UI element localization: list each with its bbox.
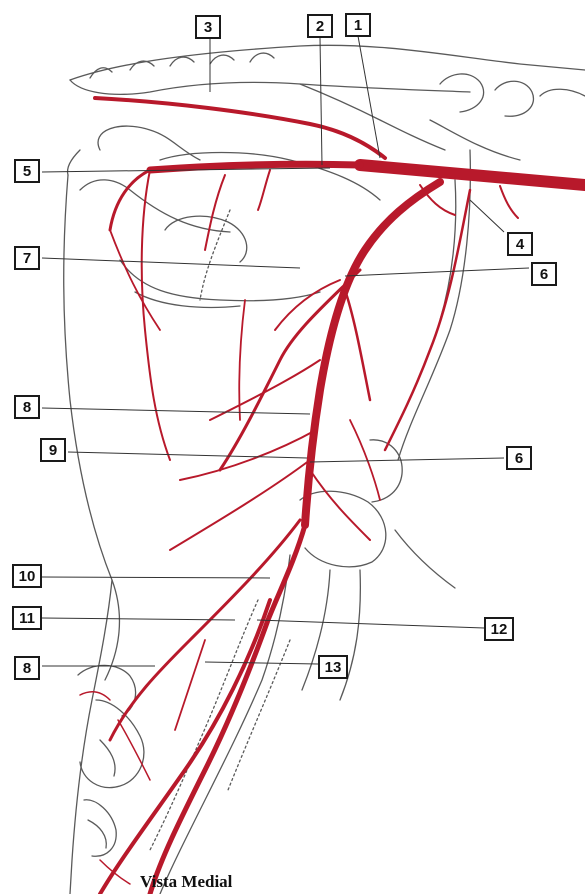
label-box-6-upper: 6 (531, 262, 557, 286)
label-box-12: 12 (484, 617, 514, 641)
label-box-3: 3 (195, 15, 221, 39)
label-box-8-lower: 8 (14, 656, 40, 680)
label-box-4: 4 (507, 232, 533, 256)
label-box-1: 1 (345, 13, 371, 37)
label-box-7: 7 (14, 246, 40, 270)
label-box-8-upper: 8 (14, 395, 40, 419)
label-box-11: 11 (12, 606, 42, 630)
label-box-13: 13 (318, 655, 348, 679)
arterial-tree (80, 98, 585, 894)
label-box-10: 10 (12, 564, 42, 588)
label-box-9: 9 (40, 438, 66, 462)
figure-caption: Vista Medial (140, 872, 232, 892)
label-box-2: 2 (307, 14, 333, 38)
label-box-5: 5 (14, 159, 40, 183)
label-box-6-lower: 6 (506, 446, 532, 470)
